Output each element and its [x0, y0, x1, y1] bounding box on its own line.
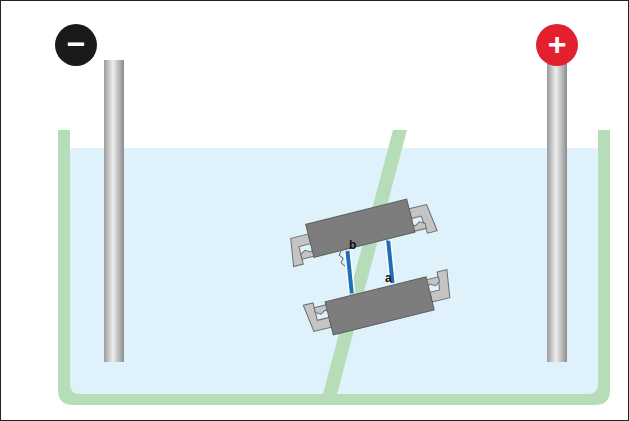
- molecule: [284, 194, 455, 340]
- polarity-sign: +: [548, 28, 567, 60]
- cathode-terminal: −: [55, 24, 97, 66]
- anode-terminal: +: [536, 24, 578, 66]
- membrane: [323, 130, 407, 394]
- strand-label: a: [385, 272, 392, 284]
- tank: [58, 130, 610, 405]
- cathode-rod: [104, 60, 124, 362]
- polarity-sign: −: [67, 28, 86, 60]
- anode-rod: [547, 60, 567, 362]
- strand-label: b: [349, 239, 356, 251]
